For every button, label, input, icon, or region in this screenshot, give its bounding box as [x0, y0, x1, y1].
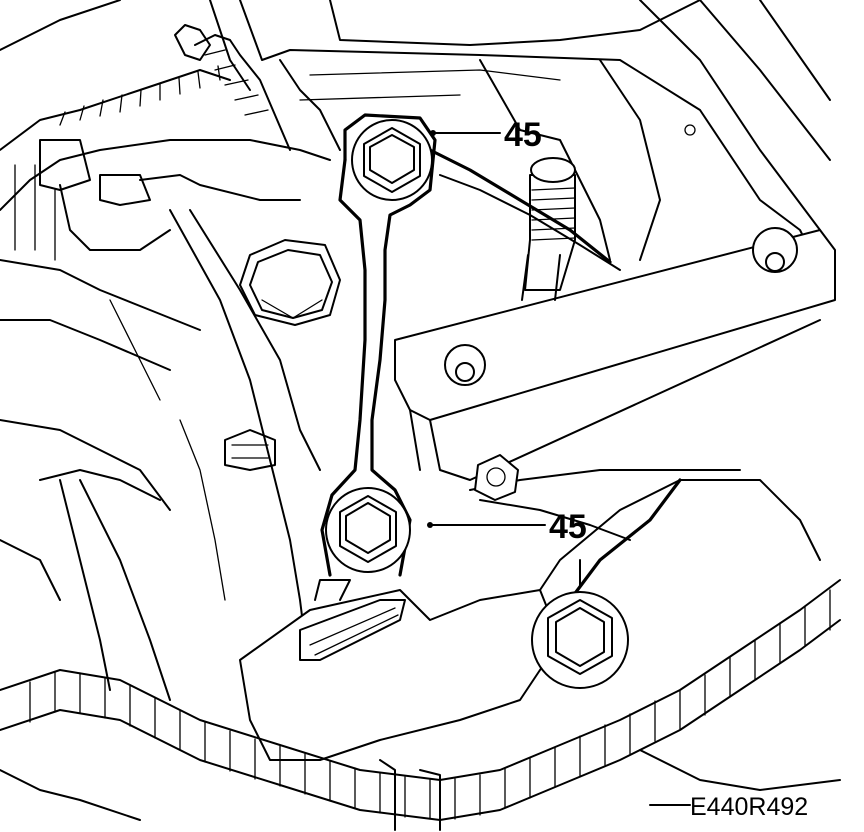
- bracket-plate: [394, 227, 836, 481]
- strap-bracket: [320, 113, 621, 577]
- engine-cover-background: [209, 0, 831, 291]
- threaded-stud: [521, 157, 576, 301]
- lower-bracket: [239, 469, 821, 761]
- cast-housing-left: [0, 209, 321, 701]
- callout-label-lower: 45: [549, 508, 587, 546]
- bolt-lower-callout: [325, 487, 411, 573]
- leader-lower-dot: [427, 522, 433, 528]
- nut-small: [474, 454, 519, 501]
- figure-code: E440R492: [690, 793, 808, 821]
- bolt-left: [239, 239, 341, 326]
- bolt-lower-right: [531, 591, 629, 689]
- callout-leaders: [427, 130, 691, 806]
- callout-label-upper: 45: [504, 116, 542, 154]
- gear-and-hose-area: [0, 0, 331, 371]
- corrugated-harness: [0, 579, 841, 831]
- bolt-upper-callout: [351, 119, 433, 201]
- leader-upper-dot: [430, 130, 436, 136]
